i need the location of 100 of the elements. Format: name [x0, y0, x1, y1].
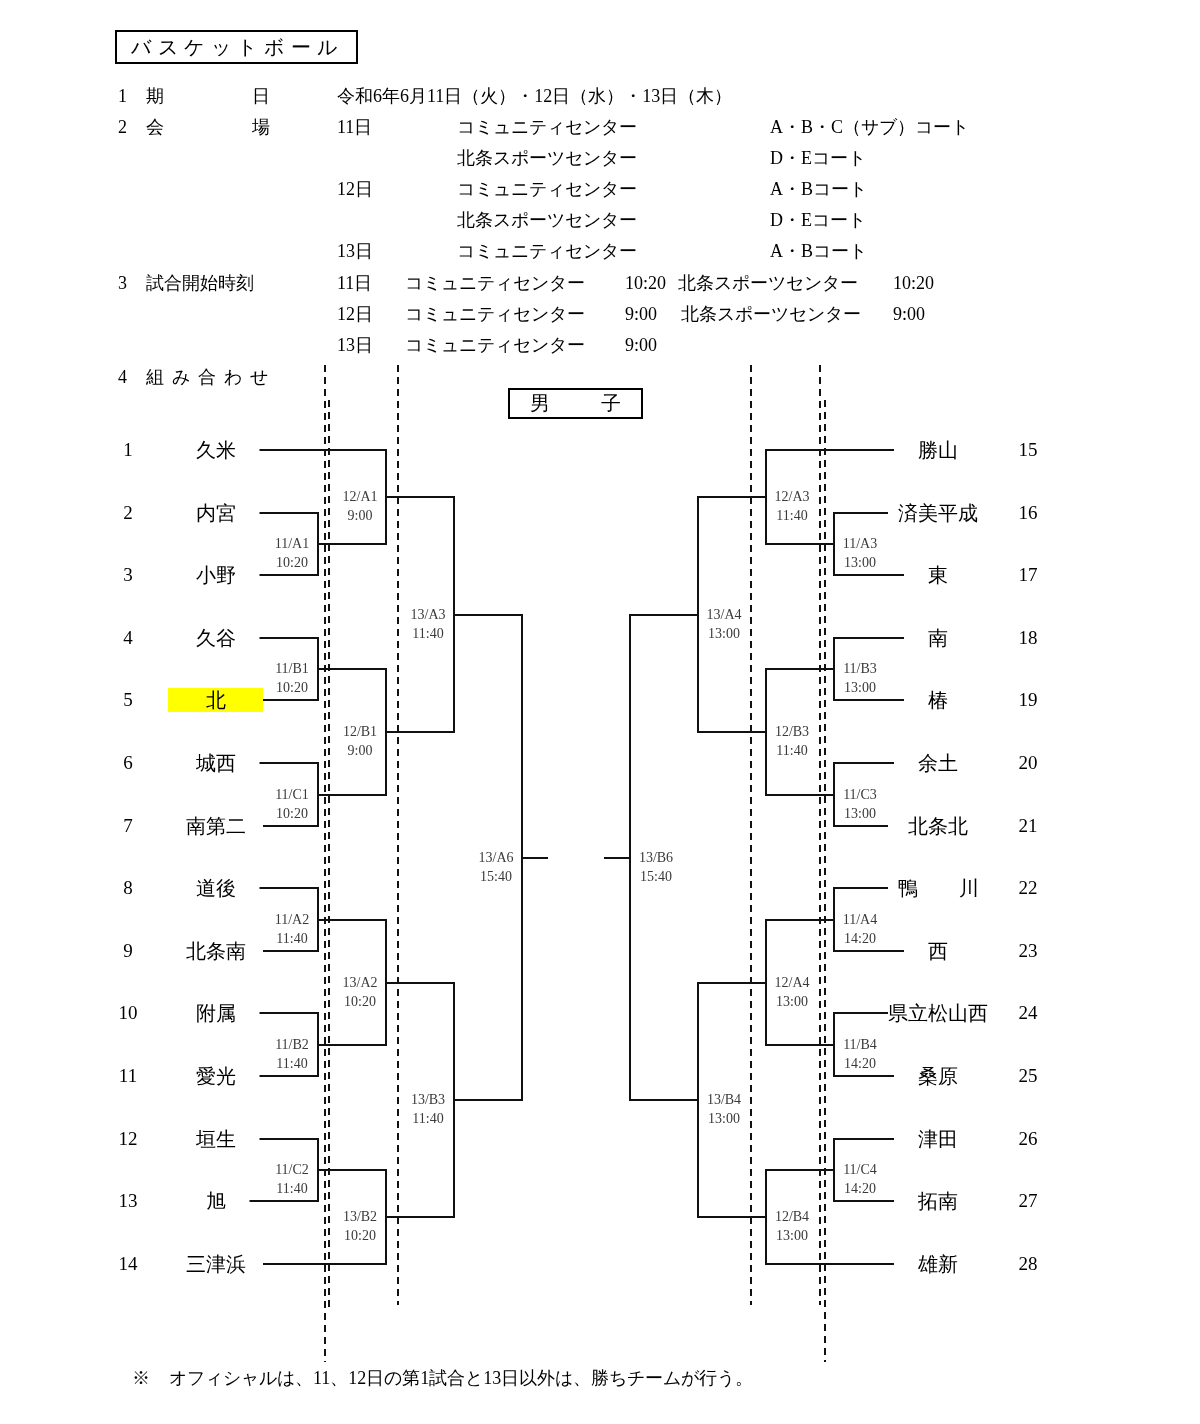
seed-number: 23 [1017, 939, 1039, 963]
bracket-line [453, 857, 523, 1101]
team-name: 桑原 [894, 1064, 982, 1088]
match-label: 12/A4 13:00 [766, 973, 818, 1011]
bracket-line [697, 496, 767, 616]
bracket-line [317, 982, 387, 1046]
bracket-line [317, 1169, 387, 1218]
team-name: 垣生 [171, 1127, 260, 1151]
court-name: A・B・C（サブ）コート [770, 116, 969, 139]
seed-number: 6 [122, 751, 134, 775]
bracket-line [833, 1169, 895, 1202]
seed-number: 19 [1017, 688, 1039, 712]
seed-number: 26 [1017, 1127, 1039, 1151]
start-time: 10:20 [625, 272, 666, 295]
start-time: 9:00 [625, 334, 657, 357]
division-label: 男 子 [508, 388, 643, 419]
match-label: 11/B2 11:40 [266, 1035, 318, 1073]
bracket-line [697, 1099, 767, 1218]
bracket-line [833, 919, 905, 952]
seed-number: 7 [122, 814, 134, 838]
court-name: D・Eコート [770, 209, 866, 232]
title-heading: バスケットボール [115, 30, 358, 64]
footnote: ※ オフィシャルは、11、12日の第1試合と13日以外は、勝ちチームが行う。 [132, 1367, 754, 1390]
bracket-line [262, 794, 319, 827]
team-name: 旭 [181, 1189, 250, 1213]
bracket-line [765, 1216, 895, 1265]
seed-number: 25 [1017, 1064, 1039, 1088]
bracket-line [258, 512, 319, 545]
day-label: 13日 [337, 240, 373, 263]
start-time: 9:00 [625, 303, 657, 326]
match-label: 11/A3 13:00 [834, 534, 886, 572]
section-heading: 組み合わせ [146, 366, 277, 389]
section-heading: 会 場 [146, 116, 270, 139]
highlighted-team-name: 北 [168, 688, 263, 712]
day-label: 13日 [337, 334, 373, 357]
bracket-line [833, 794, 889, 827]
venue-name: 北条スポーツセンター [681, 303, 861, 326]
bracket-line [385, 1099, 455, 1218]
seed-number: 28 [1017, 1252, 1039, 1276]
start-time: 9:00 [893, 303, 925, 326]
team-name: 南 [904, 626, 972, 650]
seed-number: 16 [1017, 501, 1039, 525]
bracket-line [833, 543, 905, 576]
section-number: 3 [118, 272, 127, 295]
team-name: 内宮 [171, 501, 260, 525]
team-name: 愛光 [171, 1064, 260, 1088]
match-label: 11/C2 11:40 [266, 1160, 318, 1198]
bracket-line [385, 982, 455, 1101]
seed-number: 27 [1017, 1189, 1039, 1213]
match-label: 12/B4 13:00 [766, 1207, 818, 1245]
bracket-line [262, 1216, 387, 1265]
venue-name: コミュニティセンター [457, 178, 637, 201]
seed-number: 4 [122, 626, 134, 650]
bracket-line [317, 919, 387, 984]
seed-number: 24 [1017, 1001, 1039, 1025]
venue-name: 北条スポーツセンター [457, 147, 637, 170]
bracket-line [629, 857, 699, 1101]
bracket-line [262, 668, 319, 701]
bracket-line [833, 1138, 895, 1171]
bracket-line [765, 982, 835, 1046]
section-number: 2 [118, 116, 127, 139]
bracket-line [258, 637, 319, 670]
bracket-line [258, 1012, 319, 1046]
section-number: 4 [118, 366, 127, 389]
seed-number: 5 [122, 688, 134, 712]
bracket-line [258, 762, 319, 796]
match-label: 13/B2 10:20 [334, 1207, 386, 1245]
venue-name: コミュニティセンター [457, 240, 637, 263]
bracket-line [453, 614, 523, 859]
court-name: D・Eコート [770, 147, 866, 170]
seed-number: 17 [1017, 563, 1039, 587]
team-name: 附属 [171, 1001, 260, 1025]
bracket-line [833, 512, 889, 545]
team-name: 北条南 [168, 939, 263, 963]
match-label: 13/B6 15:40 [630, 848, 682, 886]
bracket-line [385, 496, 455, 616]
match-label: 12/A1 9:00 [334, 487, 386, 525]
bracket-line [258, 449, 387, 498]
bracket-line [765, 449, 895, 498]
day-label: 11日 [337, 272, 373, 295]
match-label: 13/A2 10:20 [334, 973, 386, 1011]
seed-number: 22 [1017, 876, 1039, 900]
match-label: 13/A4 13:00 [698, 605, 750, 643]
seed-number: 20 [1017, 751, 1039, 775]
team-name: 三津浜 [168, 1252, 263, 1276]
seed-number: 9 [122, 939, 134, 963]
team-name: 城西 [171, 751, 260, 775]
match-label: 11/B4 14:20 [834, 1035, 886, 1073]
bracket-line [603, 857, 631, 859]
seed-number: 18 [1017, 626, 1039, 650]
bracket-line [629, 614, 699, 859]
day-label: 11日 [337, 116, 373, 139]
match-label: 11/B1 10:20 [266, 659, 318, 697]
bracket-line [258, 1044, 319, 1077]
seed-number: 10 [117, 1001, 139, 1025]
team-name: 済美平成 [888, 501, 988, 525]
bracket-line [833, 762, 895, 796]
match-label: 11/C4 14:20 [834, 1160, 886, 1198]
bracket-line [258, 887, 319, 921]
seed-number: 21 [1017, 814, 1039, 838]
